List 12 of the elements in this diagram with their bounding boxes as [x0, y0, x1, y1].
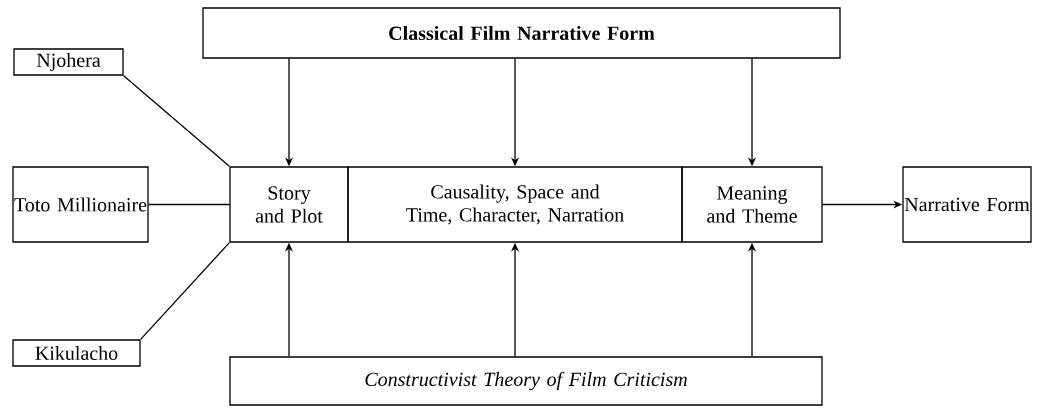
process-box: Meaning and Theme	[681, 166, 823, 243]
connector-line	[123, 75, 230, 167]
film-box: Kikulacho	[12, 339, 141, 367]
process-box: Causality, Space and Time, Character, Narration	[347, 166, 683, 243]
film-box: Njohera	[13, 48, 124, 76]
output-box: Narrative Form	[902, 166, 1032, 243]
connector-line	[148, 203, 230, 206]
film-box: Toto Millionaire	[12, 166, 149, 243]
theory-box: Constructivist Theory of Film Criticism	[229, 356, 823, 406]
process-box: Story and Plot	[229, 166, 349, 243]
title-box: Classical Film Narrative Form	[202, 7, 841, 59]
connector-line	[140, 242, 230, 340]
